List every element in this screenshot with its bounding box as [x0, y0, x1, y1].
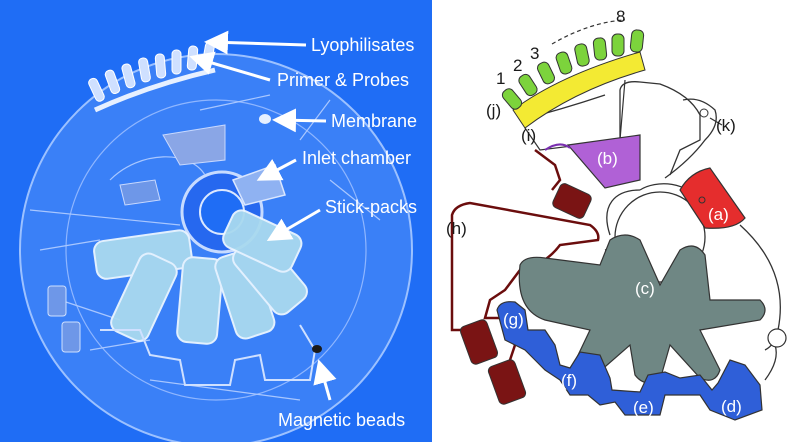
label-membrane: Membrane — [331, 111, 417, 131]
disc-chamber-small — [119, 179, 161, 206]
bubble-k — [699, 108, 709, 118]
label-k: (k) — [716, 116, 736, 135]
tube-dashed-arc — [551, 19, 626, 45]
disc-bottom-chambers — [100, 324, 317, 386]
disc-magnetic-beads — [312, 345, 322, 353]
chambers-blue — [496, 301, 763, 421]
chamber-a-port — [698, 196, 706, 204]
arrow-membrane — [272, 108, 327, 133]
schematic-panel: (a) (b) (c) (d) (e) (f) (g) (h) (i) (j) … — [432, 0, 807, 442]
tube-number-3: 3 — [530, 44, 539, 63]
chamber-a — [679, 167, 746, 229]
chamber-b-channel — [544, 143, 571, 151]
schematic-svg: (a) (b) (c) (d) (e) (f) (g) (h) (i) (j) … — [446, 7, 787, 421]
tube-number-8: 8 — [616, 7, 625, 26]
disc-chamber-b — [162, 124, 226, 166]
disc-photo-panel: Lyophilisates Primer & Probes Membrane I… — [0, 0, 432, 447]
disc-stick-packs — [93, 209, 308, 345]
label-i: (i) — [521, 126, 536, 145]
label-e: (e) — [633, 398, 654, 417]
label-g: (g) — [503, 310, 524, 329]
label-f: (f) — [561, 371, 577, 390]
manifold-yellow — [512, 51, 646, 129]
label-inlet-chamber: Inlet chamber — [302, 148, 411, 168]
label-magnetic-beads: Magnetic beads — [278, 410, 405, 430]
label-j: (j) — [486, 101, 501, 120]
chamber-b — [566, 134, 641, 189]
stick-pack-i — [552, 183, 592, 219]
disc-inner-ring — [65, 99, 367, 401]
stick-pack-h2 — [487, 359, 527, 405]
bubble-small — [767, 328, 787, 348]
tube-number-2: 2 — [513, 56, 522, 75]
label-a: (a) — [708, 205, 729, 224]
tubes-green — [501, 29, 645, 110]
label-c: (c) — [635, 279, 655, 298]
stick-pack-h1 — [459, 319, 499, 365]
arrow-beads — [313, 359, 337, 401]
channel-i — [534, 149, 562, 191]
arrow-stickpacks — [266, 208, 321, 242]
label-b: (b) — [597, 149, 618, 168]
tube-number-1: 1 — [496, 69, 505, 88]
disc-side-pack-2 — [61, 321, 81, 353]
label-stick-packs: Stick-packs — [325, 197, 417, 217]
disc-membrane — [259, 114, 271, 124]
arrow-lyophilisates — [204, 30, 307, 55]
disc-photo-svg: Lyophilisates Primer & Probes Membrane I… — [19, 30, 417, 447]
label-h: (h) — [446, 219, 467, 238]
disc-side-pack-1 — [47, 285, 67, 317]
label-d: (d) — [721, 397, 742, 416]
label-primer-probes: Primer & Probes — [277, 70, 409, 90]
photo-arrows — [189, 30, 337, 401]
channel-h-lower — [450, 245, 465, 332]
arrow-inlet — [256, 158, 297, 181]
channel-h — [450, 201, 600, 361]
arrow-primer — [189, 51, 271, 82]
label-lyophilisates: Lyophilisates — [311, 35, 414, 55]
